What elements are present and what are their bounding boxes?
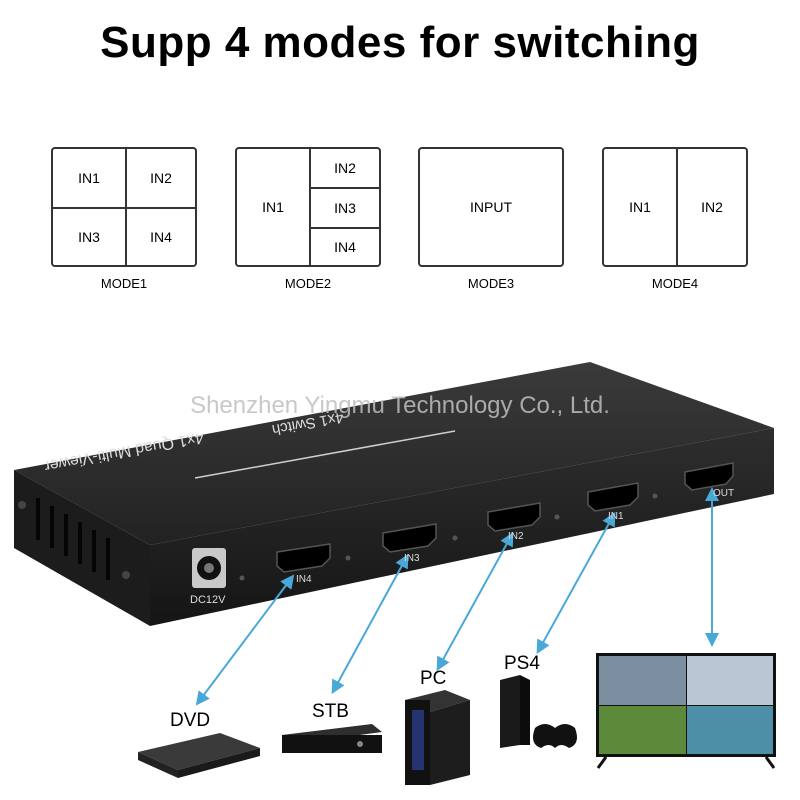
port-label-in3: IN3 <box>404 553 420 564</box>
mode2-cell-in3: IN3 <box>334 200 356 216</box>
set-top-box-icon <box>282 724 382 753</box>
mode1-cell-in3: IN3 <box>78 229 100 245</box>
label-ps4: PS4 <box>504 653 540 674</box>
hdmi-port-in4 <box>276 543 331 573</box>
label-pc: PC <box>420 668 447 689</box>
mode3-label: MODE3 <box>467 276 515 291</box>
mode1-cell-in1: IN1 <box>78 170 100 186</box>
port-label-out: OUT <box>713 488 735 499</box>
mode1-cell-in4: IN4 <box>150 229 172 245</box>
gamepad-icon <box>533 724 577 748</box>
mode1-cell-in2: IN2 <box>150 170 172 186</box>
hdmi-port-in2 <box>487 502 541 532</box>
vent-slots <box>36 498 110 580</box>
mode2-cell-in4: IN4 <box>334 239 356 255</box>
arrow-pc-to-in2 <box>436 531 514 672</box>
label-stb: STB <box>312 701 349 722</box>
port-label-dc12v: DC12V <box>190 594 226 606</box>
port-label-in4: IN4 <box>296 574 312 585</box>
tv-display-icon <box>596 653 776 769</box>
arrow-stb-to-in3 <box>331 553 409 695</box>
mode4-cell-in1: IN1 <box>629 199 651 215</box>
mode2-label: MODE2 <box>284 276 332 291</box>
mode3-diagram: INPUT <box>418 147 564 267</box>
top-label-underline <box>194 430 456 479</box>
mode2-diagram: IN1 IN2 IN3 IN4 <box>235 147 381 267</box>
mode2-cell-in1: IN1 <box>262 199 284 215</box>
device-top <box>14 362 774 545</box>
mode4-diagram: IN1 IN2 <box>602 147 748 267</box>
connection-arrows <box>195 487 719 706</box>
pc-tower-icon <box>405 690 470 785</box>
ps4-console-icon <box>500 675 577 748</box>
screw-icon <box>18 501 26 509</box>
hdmi-port-in3 <box>382 523 437 553</box>
mode3-cell-input: INPUT <box>470 199 512 215</box>
mode2-cell-in2: IN2 <box>334 160 356 176</box>
mode4-label: MODE4 <box>651 276 699 291</box>
port-label-in2: IN2 <box>508 531 524 542</box>
label-dvd: DVD <box>170 710 211 731</box>
mode4-cell-in2: IN2 <box>701 199 723 215</box>
hdmi-multiviewer-device <box>14 362 774 626</box>
hdmi-port-in1 <box>587 482 639 512</box>
device-front-panel <box>150 428 774 626</box>
mode1-diagram: IN1 IN2 IN3 IN4 <box>51 147 197 267</box>
hdmi-port-out <box>684 462 734 491</box>
port-label-in1: IN1 <box>608 511 624 522</box>
dvd-player-icon <box>138 733 260 778</box>
led-indicator <box>239 575 245 581</box>
arrow-ps4-to-in1 <box>536 511 616 655</box>
arrow-dvd-to-in4 <box>195 574 295 706</box>
screw-icon <box>122 571 130 579</box>
mode1-label: MODE1 <box>100 276 148 291</box>
page-title: Supp 4 modes for switching <box>100 18 700 67</box>
